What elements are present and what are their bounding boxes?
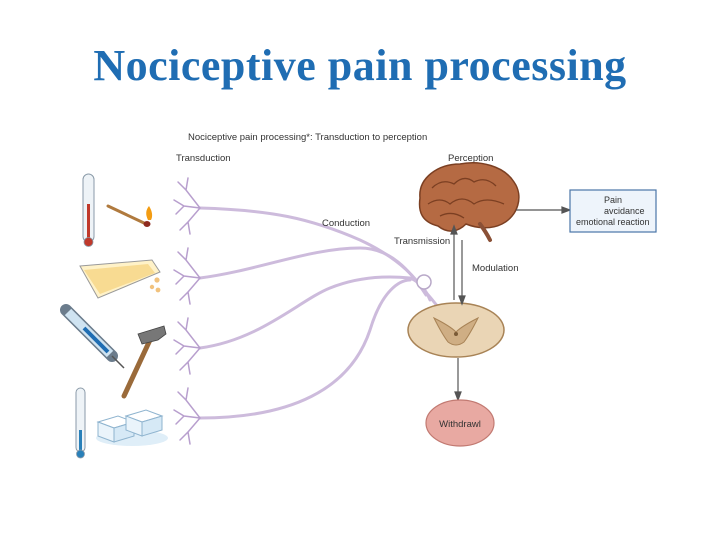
response-box: Pain avcidance emotional reaction — [569, 189, 657, 233]
label-perception: Perception — [448, 153, 493, 164]
pain-pathway-figure: Nociceptive pain processing*: Transducti… — [60, 120, 700, 470]
response-line-3: emotional reaction — [576, 217, 650, 227]
response-line-1: Pain — [604, 195, 622, 205]
slide-title: Nociceptive pain processing — [93, 41, 627, 90]
withdrawl-node: Withdrawl — [425, 399, 495, 447]
thermometer-icon — [75, 387, 86, 459]
label-modulation: Modulation — [472, 263, 518, 274]
beaker-icon — [79, 259, 161, 299]
label-transmission: Transmission — [394, 236, 450, 247]
label-conduction: Conduction — [322, 218, 370, 229]
syringe-icon — [60, 304, 125, 369]
spinal-cord-icon — [407, 302, 505, 358]
response-arrow — [516, 206, 572, 214]
brain-icon — [418, 162, 520, 242]
ice-cubes-icon — [96, 409, 168, 446]
label-transduction: Transduction — [176, 153, 231, 164]
nerve-endings — [173, 177, 201, 445]
match-icon — [106, 204, 153, 227]
hammer-icon — [121, 325, 167, 399]
figure-caption: Nociceptive pain processing*: Transducti… — [188, 132, 427, 143]
response-line-2: avcidance — [604, 206, 645, 216]
label-withdrawl: Withdrawl — [439, 419, 481, 430]
vertical-arrows — [450, 224, 466, 402]
dorsal-root-ganglion — [416, 274, 432, 290]
thermometer-icon — [82, 173, 95, 247]
